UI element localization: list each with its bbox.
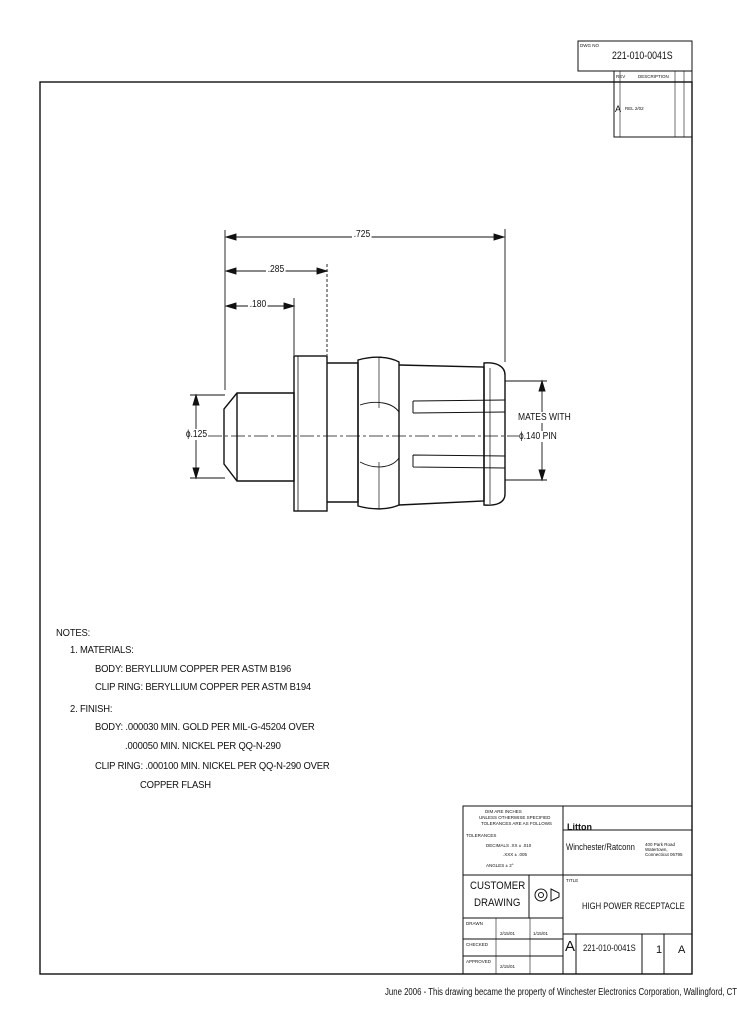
company-logo: Litton — [567, 822, 592, 832]
drawn-label: DRAWN — [466, 921, 483, 926]
tolerance-line-2: UNLESS OTHERWISE SPECIFIED — [479, 815, 551, 820]
notes-item2-clip-2: COPPER FLASH — [140, 779, 211, 791]
checked-date: 1/15/01 — [533, 931, 549, 936]
tolerance-line-4: TOLERANCES — [466, 833, 497, 838]
approved-date: 2/15/01 — [500, 964, 516, 969]
tolerance-line-5: DECIMALS .XX ± .010 — [486, 843, 532, 848]
revision-block — [577, 40, 693, 138]
dimension-overall-length: .725 — [352, 229, 372, 240]
title-block — [462, 805, 693, 975]
notes-item2-body-2: .000050 MIN. NICKEL PER QQ-N-290 — [125, 740, 281, 752]
notes-header: NOTES: — [56, 627, 91, 639]
notes-item2-body-1: BODY: .000030 MIN. GOLD PER MIL-G-45204 … — [95, 721, 315, 733]
size-letter: A — [565, 938, 576, 955]
dimension-length-285: .285 — [266, 264, 286, 275]
drawing-canvas — [39, 40, 693, 975]
notes-item2-title: 2. FINISH: — [70, 703, 113, 715]
sheet-number: 1 — [656, 944, 663, 956]
dimension-length-180: .180 — [248, 299, 268, 310]
tolerance-line-3: TOLERANCES ARE AS FOLLOWS — [481, 821, 552, 826]
revision-dwg-no: 221-010-0041S — [612, 50, 673, 62]
tolerance-line-1: DIM ARE INCHES — [485, 809, 522, 814]
drawing-border — [39, 81, 693, 975]
rev-label: REV — [616, 74, 626, 79]
mates-with-line2: ɸ.140 PIN — [519, 431, 557, 442]
customer-drawing-line1: CUSTOMER — [470, 880, 526, 892]
revision-letter: A — [615, 104, 622, 114]
checked-label: CHECKED — [466, 942, 489, 947]
tolerance-line-6: .XXX ± .005 — [503, 852, 527, 857]
drawn-date: 2/15/01 — [500, 931, 516, 936]
customer-drawing-line2: DRAWING — [474, 897, 521, 909]
drawing-title: HIGH POWER RECEPTACLE — [582, 901, 685, 911]
dwg-no-label: DWG NO — [580, 43, 599, 48]
description-label: DESCRIPTION — [638, 74, 669, 79]
company-name: Winchester/Ratconn — [566, 842, 635, 852]
title-dwg-no: 221-010-0041S — [583, 943, 636, 953]
revision-letter-title: A — [678, 944, 686, 956]
tolerance-line-7: ANGLES ± 2° — [486, 863, 514, 868]
notes-item2-clip-1: CLIP RING: .000100 MIN. NICKEL PER QQ-N-… — [95, 760, 330, 772]
dimension-lines — [190, 229, 547, 482]
dimension-diameter: ɸ.125 — [185, 429, 208, 440]
mates-with-line1: MATES WITH — [518, 412, 571, 423]
revision-note: REL 2/02 — [625, 106, 644, 111]
receptacle-part — [223, 355, 506, 512]
notes-item1-clip: CLIP RING: BERYLLIUM COPPER PER ASTM B19… — [95, 681, 311, 693]
title-label: TITLE — [566, 878, 579, 883]
footer-note: June 2006 - This drawing became the prop… — [385, 987, 737, 998]
notes-item1-body: BODY: BERYLLIUM COPPER PER ASTM B196 — [95, 663, 292, 675]
approved-label: APPROVED — [466, 959, 492, 964]
company-address: 400 Park Road Watertown, Connecticut 067… — [645, 842, 683, 857]
notes-item1-title: 1. MATERIALS: — [70, 644, 134, 656]
